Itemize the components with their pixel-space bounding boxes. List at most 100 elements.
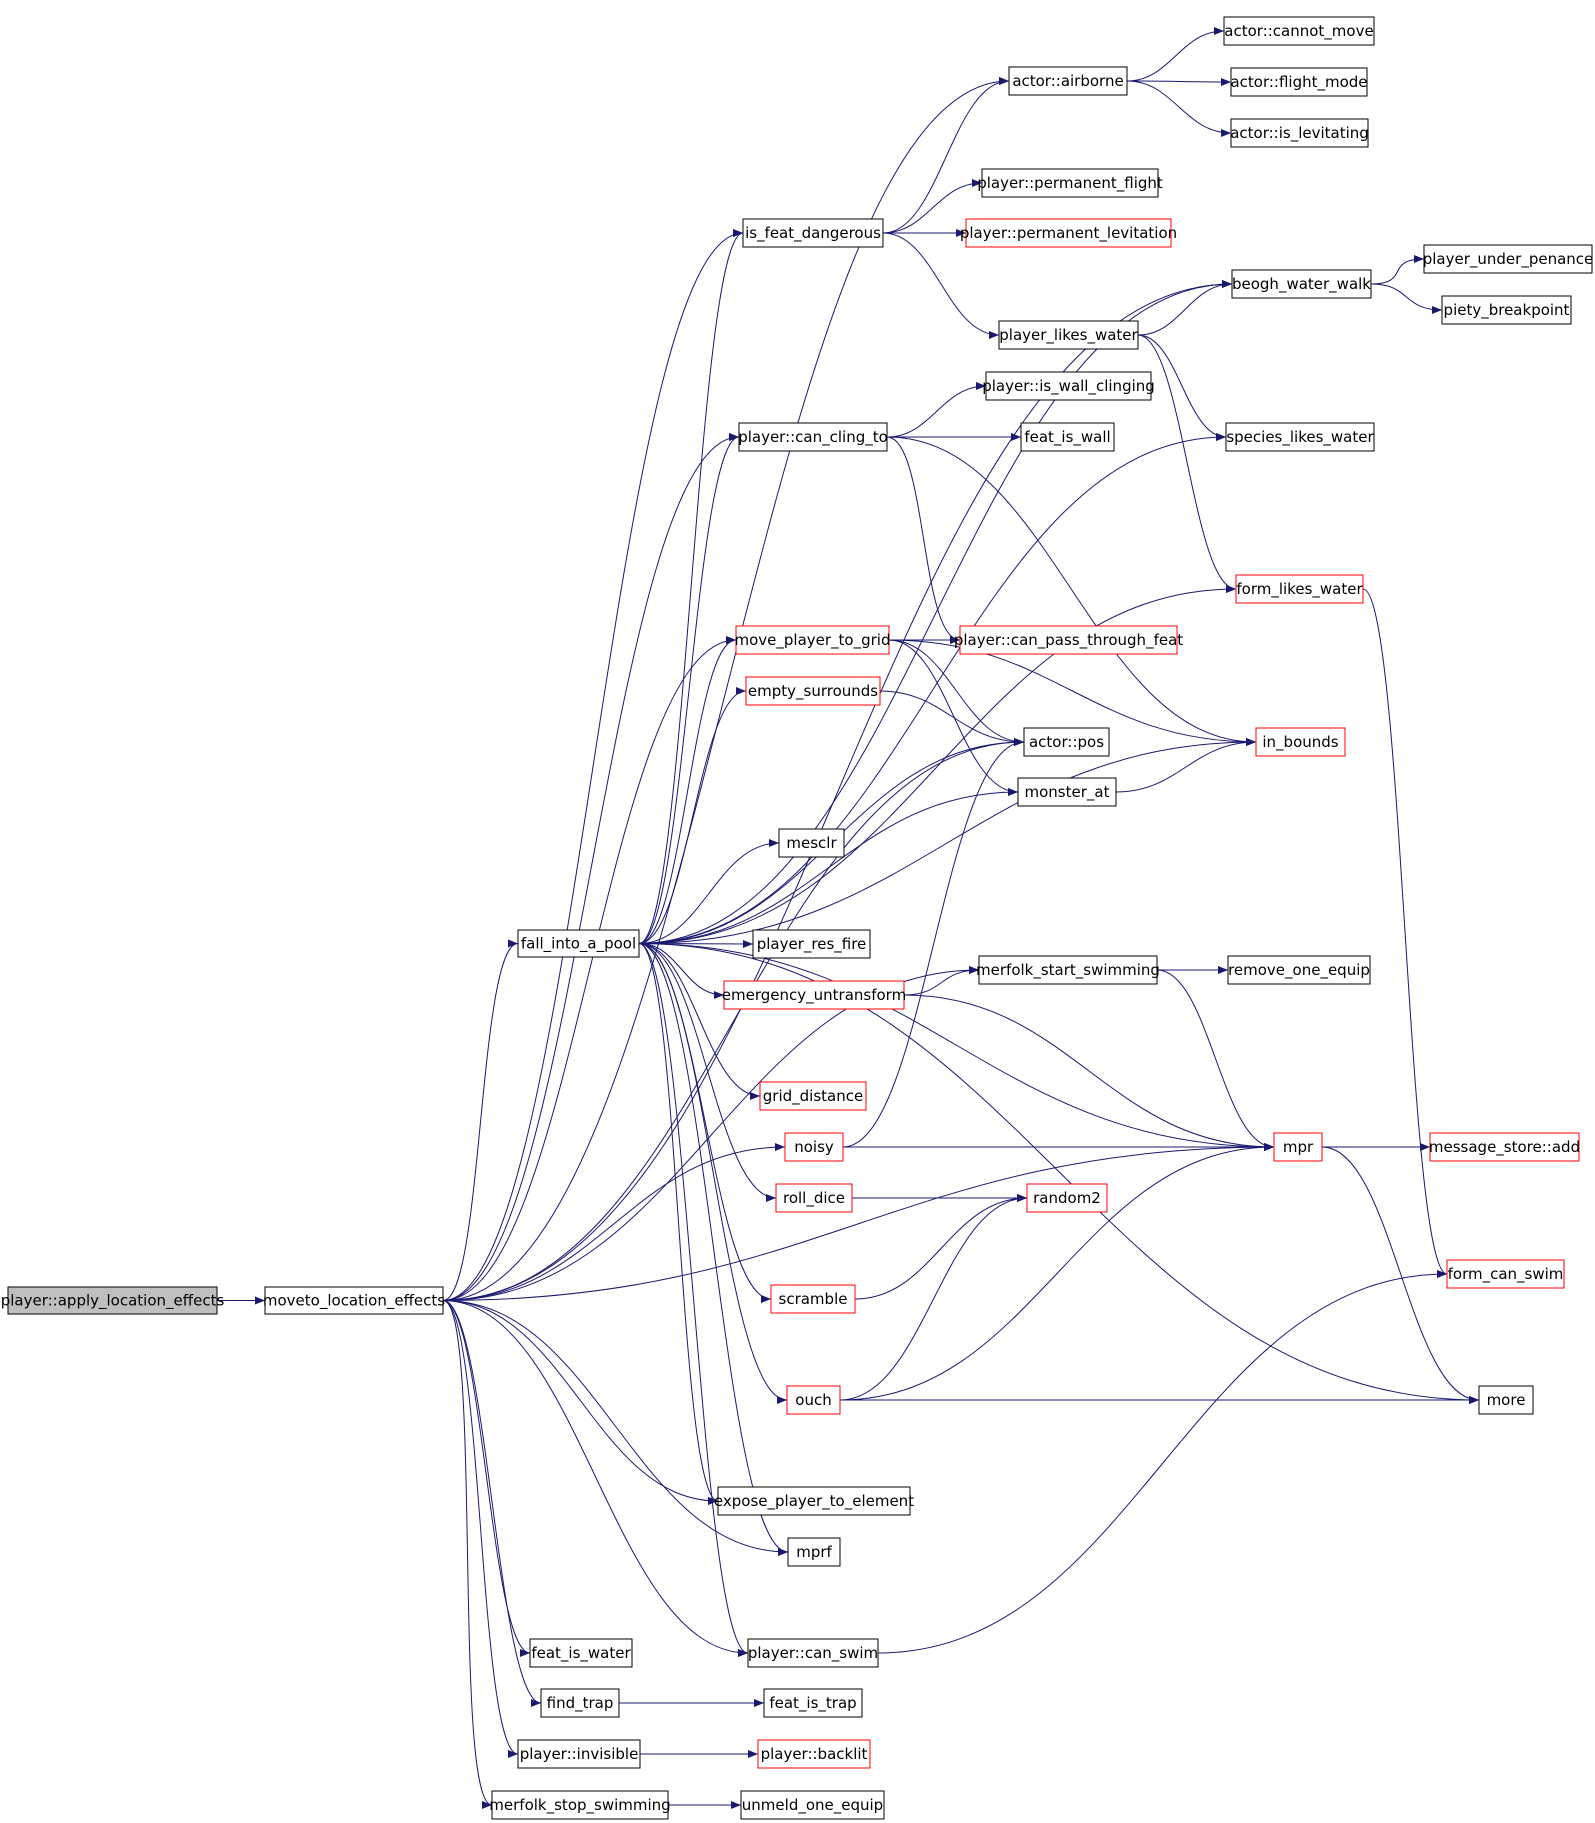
node-label: noisy — [794, 1138, 834, 1156]
node-form-likes-water[interactable]: form_likes_water — [1235, 574, 1364, 604]
edge-noisy-to-actor_pos — [842, 738, 1025, 1148]
node-actor-pos[interactable]: actor::pos — [1023, 727, 1110, 757]
edge-moveto_location_effects-to-expose_player_to_element — [442, 1300, 719, 1505]
node-fall-into-a-pool[interactable]: fall_into_a_pool — [517, 929, 640, 958]
node-box — [978, 955, 1158, 985]
node-player-can-cling-to[interactable]: player::can_cling_to — [738, 422, 888, 452]
node-expose-player-to-element[interactable]: expose_player_to_element — [714, 1486, 914, 1516]
node-actor-is-levitating[interactable]: actor::is_levitating — [1230, 118, 1369, 148]
node-merfolk-start-swimming[interactable]: merfolk_start_swimming — [976, 955, 1160, 985]
node-box — [965, 218, 1172, 248]
node-remove-one-equip[interactable]: remove_one_equip — [1227, 955, 1371, 985]
node-noisy[interactable]: noisy — [784, 1132, 844, 1162]
node-box — [1235, 574, 1364, 604]
node-feat-is-wall[interactable]: feat_is_wall — [1020, 422, 1115, 452]
node-label: unmeld_one_equip — [742, 1796, 883, 1815]
node-player-backlit[interactable]: player::backlit — [757, 1739, 871, 1769]
node-is-feat-dangerous[interactable]: is_feat_dangerous — [742, 218, 884, 248]
node-box — [747, 1638, 879, 1668]
node-in-bounds[interactable]: in_bounds — [1255, 727, 1346, 757]
edge-moveto_location_effects-to-mpr — [442, 1143, 1275, 1301]
node-player-can-swim[interactable]: player::can_swim — [747, 1638, 879, 1668]
node-more[interactable]: more — [1478, 1385, 1534, 1415]
edge-mpr-to-more — [1321, 1146, 1480, 1404]
node-form-can-swim[interactable]: form_can_swim — [1446, 1259, 1565, 1289]
node-player-permanent-levitation[interactable]: player::permanent_levitation — [960, 218, 1177, 248]
node-actor-airborne[interactable]: actor::airborne — [1008, 66, 1128, 96]
node-species-likes-water[interactable]: species_likes_water — [1225, 422, 1375, 452]
node-box — [1273, 1132, 1323, 1162]
edge-fall_into_a_pool-to-form_likes_water — [638, 585, 1237, 944]
node-emergency-untransform[interactable]: emergency_untransform — [722, 980, 906, 1010]
edge-player_likes_water-to-form_likes_water — [1137, 334, 1237, 593]
edge-moveto_location_effects-to-find_trap — [442, 1300, 542, 1707]
node-label: remove_one_equip — [1228, 961, 1370, 980]
node-empty-surrounds[interactable]: empty_surrounds — [745, 676, 881, 706]
node-actor-flight-mode[interactable]: actor::flight_mode — [1230, 67, 1368, 97]
node-label: move_player_to_grid — [735, 631, 891, 650]
node-player-permanent-flight[interactable]: player::permanent_flight — [977, 168, 1163, 198]
node-box — [1008, 66, 1128, 96]
node-label: actor::cannot_move — [1224, 22, 1373, 41]
node-box — [1227, 955, 1371, 985]
node-label: find_trap — [547, 1694, 614, 1713]
node-mpr[interactable]: mpr — [1273, 1132, 1323, 1162]
node-box — [745, 676, 881, 706]
node-box — [723, 980, 905, 1010]
node-player-likes-water[interactable]: player_likes_water — [998, 320, 1139, 350]
node-box — [1230, 118, 1369, 148]
node-label: more — [1487, 1391, 1526, 1409]
edge-fall_into_a_pool-to-grid_distance — [638, 943, 761, 1100]
edge-beogh_water_walk-to-piety_breakpoint — [1370, 283, 1443, 314]
node-box — [752, 929, 871, 959]
node-monster-at[interactable]: monster_at — [1017, 777, 1117, 807]
edge-emergency_untransform-to-mpr — [903, 994, 1275, 1151]
node-ouch[interactable]: ouch — [786, 1385, 841, 1415]
edge-fall_into_a_pool-to-mprf — [638, 943, 789, 1556]
node-roll-dice[interactable]: roll_dice — [775, 1183, 853, 1213]
edge-fall_into_a_pool-to-roll_dice — [638, 943, 777, 1202]
node-label: mpr — [1283, 1138, 1314, 1156]
node-player-invisible[interactable]: player::invisible — [517, 1739, 641, 1769]
node-label: actor::airborne — [1012, 72, 1123, 90]
node-label: merfolk_stop_swimming — [489, 1796, 670, 1815]
node-feat-is-trap[interactable]: feat_is_trap — [763, 1688, 863, 1718]
node-moveto-location-effects[interactable]: moveto_location_effects — [263, 1286, 445, 1315]
node-box — [787, 1537, 841, 1567]
node-box — [1423, 244, 1593, 274]
node-player-under-penance[interactable]: player_under_penance — [1423, 244, 1594, 274]
node-player-res-fire[interactable]: player_res_fire — [752, 929, 871, 959]
node-piety-breakpoint[interactable]: piety_breakpoint — [1441, 295, 1572, 325]
edge-moveto_location_effects-to-is_feat_dangerous — [442, 229, 744, 1301]
node-feat-is-water[interactable]: feat_is_water — [529, 1638, 633, 1668]
node-actor-cannot-move[interactable]: actor::cannot_move — [1223, 16, 1375, 46]
node-merfolk-stop-swimming[interactable]: merfolk_stop_swimming — [489, 1790, 671, 1820]
edge-player_can_cling_to-to-player_is_wall_clinging — [886, 382, 987, 438]
node-find-trap[interactable]: find_trap — [540, 1688, 620, 1718]
edge-fall_into_a_pool-to-species_likes_water — [638, 433, 1227, 944]
edge-move_player_to_grid-to-monster_at — [888, 639, 1019, 796]
node-label: moveto_location_effects — [263, 1292, 445, 1311]
node-label: fall_into_a_pool — [521, 935, 636, 954]
node-grid-distance[interactable]: grid_distance — [759, 1081, 867, 1111]
node-move-player-to-grid[interactable]: move_player_to_grid — [735, 625, 891, 655]
node-label: monster_at — [1025, 783, 1110, 802]
node-mprf[interactable]: mprf — [787, 1537, 841, 1567]
node-box — [7, 1286, 218, 1315]
node-unmeld-one-equip[interactable]: unmeld_one_equip — [740, 1790, 885, 1820]
node-mesclr[interactable]: mesclr — [778, 828, 845, 858]
node-label: form_likes_water — [1236, 580, 1363, 599]
node-beogh-water-walk[interactable]: beogh_water_walk — [1231, 269, 1372, 299]
node-player-is-wall-clinging[interactable]: player::is_wall_clinging — [982, 371, 1155, 401]
node-label: feat_is_water — [531, 1644, 631, 1663]
edge-fall_into_a_pool-to-player_can_swim — [638, 943, 749, 1657]
node-player-can-pass-through-feat[interactable]: player::can_pass_through_feat — [954, 625, 1183, 655]
node-scramble[interactable]: scramble — [770, 1284, 856, 1314]
node-label: species_likes_water — [1226, 428, 1374, 447]
edge-fall_into_a_pool-to-monster_at — [638, 788, 1019, 944]
edge-move_player_to_grid-to-in_bounds — [888, 639, 1257, 746]
node-message-store-add[interactable]: message_store::add — [1429, 1132, 1580, 1162]
node-random2[interactable]: random2 — [1026, 1183, 1108, 1213]
